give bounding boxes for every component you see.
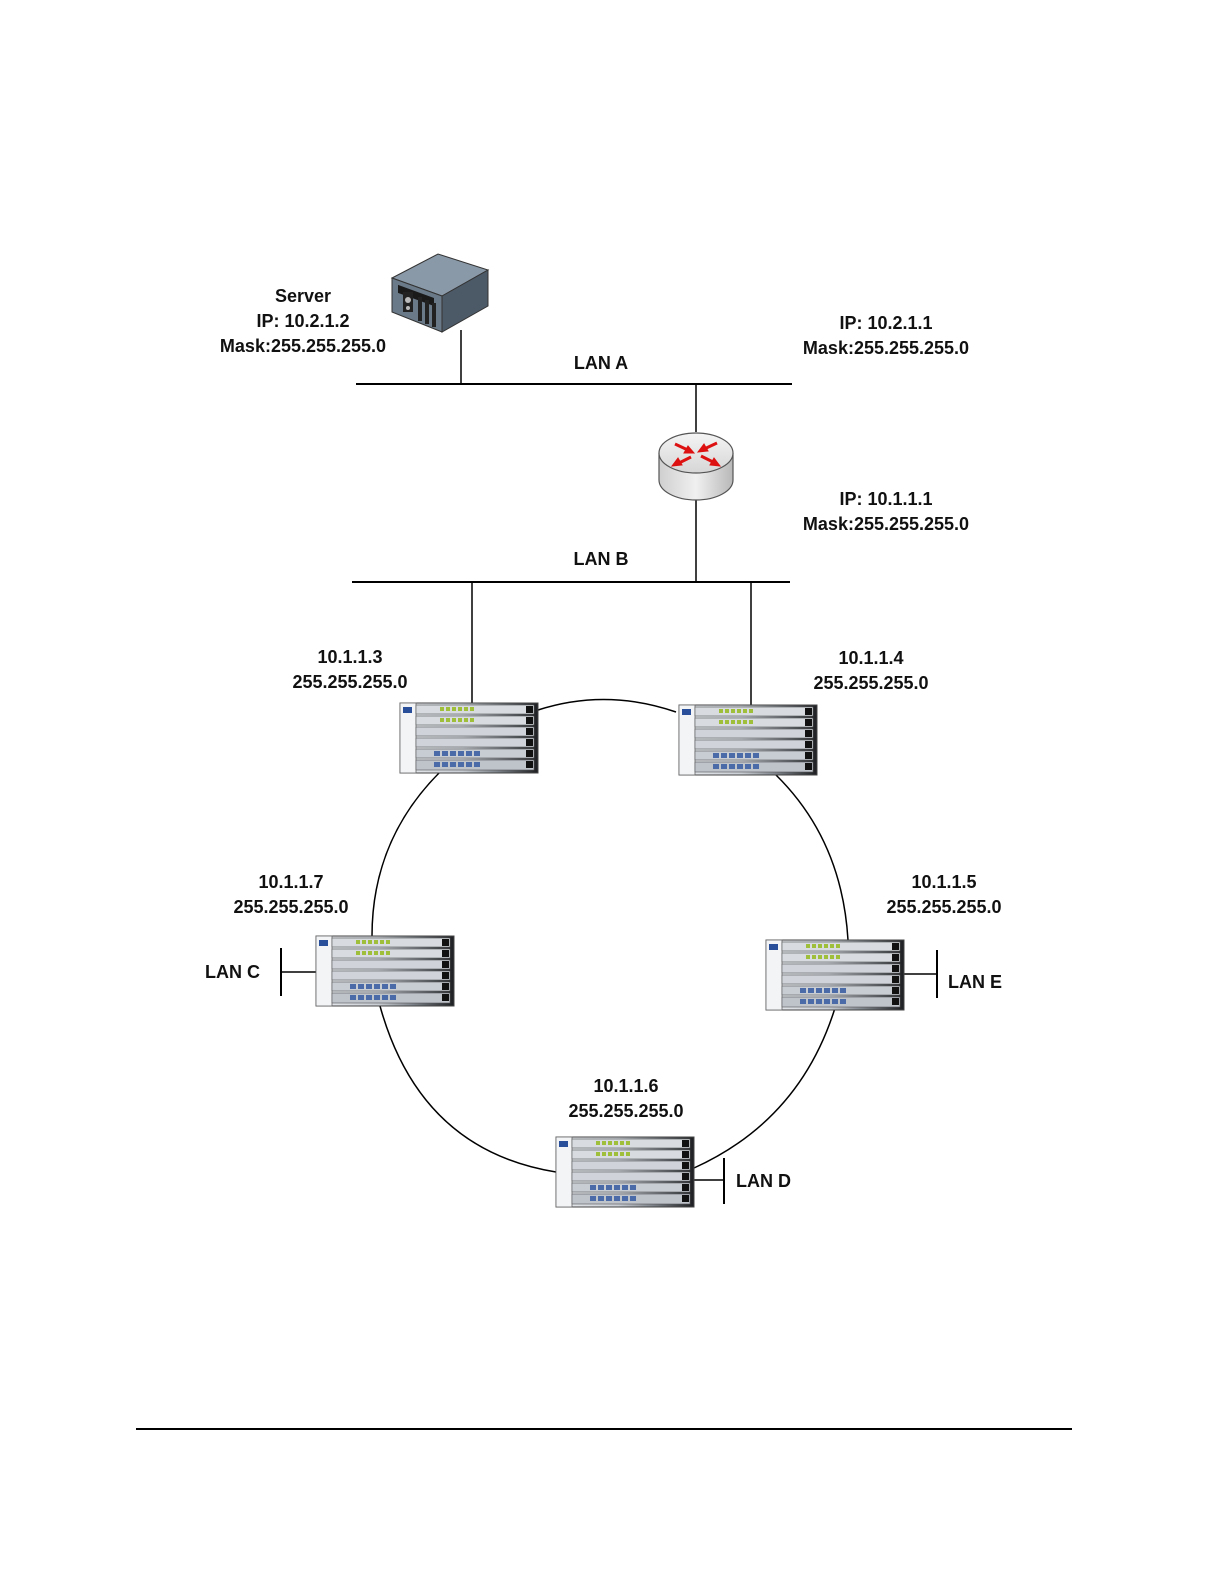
server-ip: IP: 10.2.1.2 [220,309,386,334]
ring-link-7-3 [372,772,440,936]
router-lan-b-ip: IP: 10.1.1.1 [803,487,969,512]
router-lan-b-mask: Mask:255.255.255.0 [803,512,969,537]
switch-mask: 255.255.255.0 [233,895,348,920]
switch-10-1-1-3-icon [400,703,538,773]
server-label: Server IP: 10.2.1.2 Mask:255.255.255.0 [220,284,386,359]
router-lan-a-mask: Mask:255.255.255.0 [803,336,969,361]
ring-link-5-6 [694,1008,835,1168]
switch-ip: 10.1.1.7 [233,870,348,895]
ring-link-6-7 [380,1006,556,1172]
lan-e-label: LAN E [948,970,1002,995]
router-lan-a-ip: IP: 10.2.1.1 [803,311,969,336]
switch-10-1-1-7-icon [316,936,454,1006]
switch-10-1-1-4-label: 10.1.1.4 255.255.255.0 [813,646,928,696]
switch-10-1-1-3-label: 10.1.1.3 255.255.255.0 [292,645,407,695]
server-mask: Mask:255.255.255.0 [220,334,386,359]
switch-10-1-1-6-icon [556,1137,694,1207]
switch-mask: 255.255.255.0 [568,1099,683,1124]
lan-d-label: LAN D [736,1169,791,1194]
router-icon [659,433,733,500]
switch-ip: 10.1.1.5 [886,870,1001,895]
switch-ip: 10.1.1.6 [568,1074,683,1099]
ring-link-4-5 [776,775,848,940]
switch-10-1-1-7-label: 10.1.1.7 255.255.255.0 [233,870,348,920]
switch-10-1-1-6-label: 10.1.1.6 255.255.255.0 [568,1074,683,1124]
lan-a-label: LAN A [574,351,628,376]
switch-mask: 255.255.255.0 [292,670,407,695]
switch-10-1-1-5-icon [766,940,904,1010]
switch-10-1-1-5-label: 10.1.1.5 255.255.255.0 [886,870,1001,920]
switch-mask: 255.255.255.0 [886,895,1001,920]
router-lan-a-address: IP: 10.2.1.1 Mask:255.255.255.0 [803,311,969,361]
switch-mask: 255.255.255.0 [813,671,928,696]
server-icon [392,254,488,332]
switch-10-1-1-4-icon [679,705,817,775]
lan-b-label: LAN B [574,547,629,572]
ring-link-3-4 [538,699,676,712]
switch-ip: 10.1.1.3 [292,645,407,670]
lan-c-label: LAN C [205,960,260,985]
server-name: Server [220,284,386,309]
switch-ip: 10.1.1.4 [813,646,928,671]
router-lan-b-address: IP: 10.1.1.1 Mask:255.255.255.0 [803,487,969,537]
